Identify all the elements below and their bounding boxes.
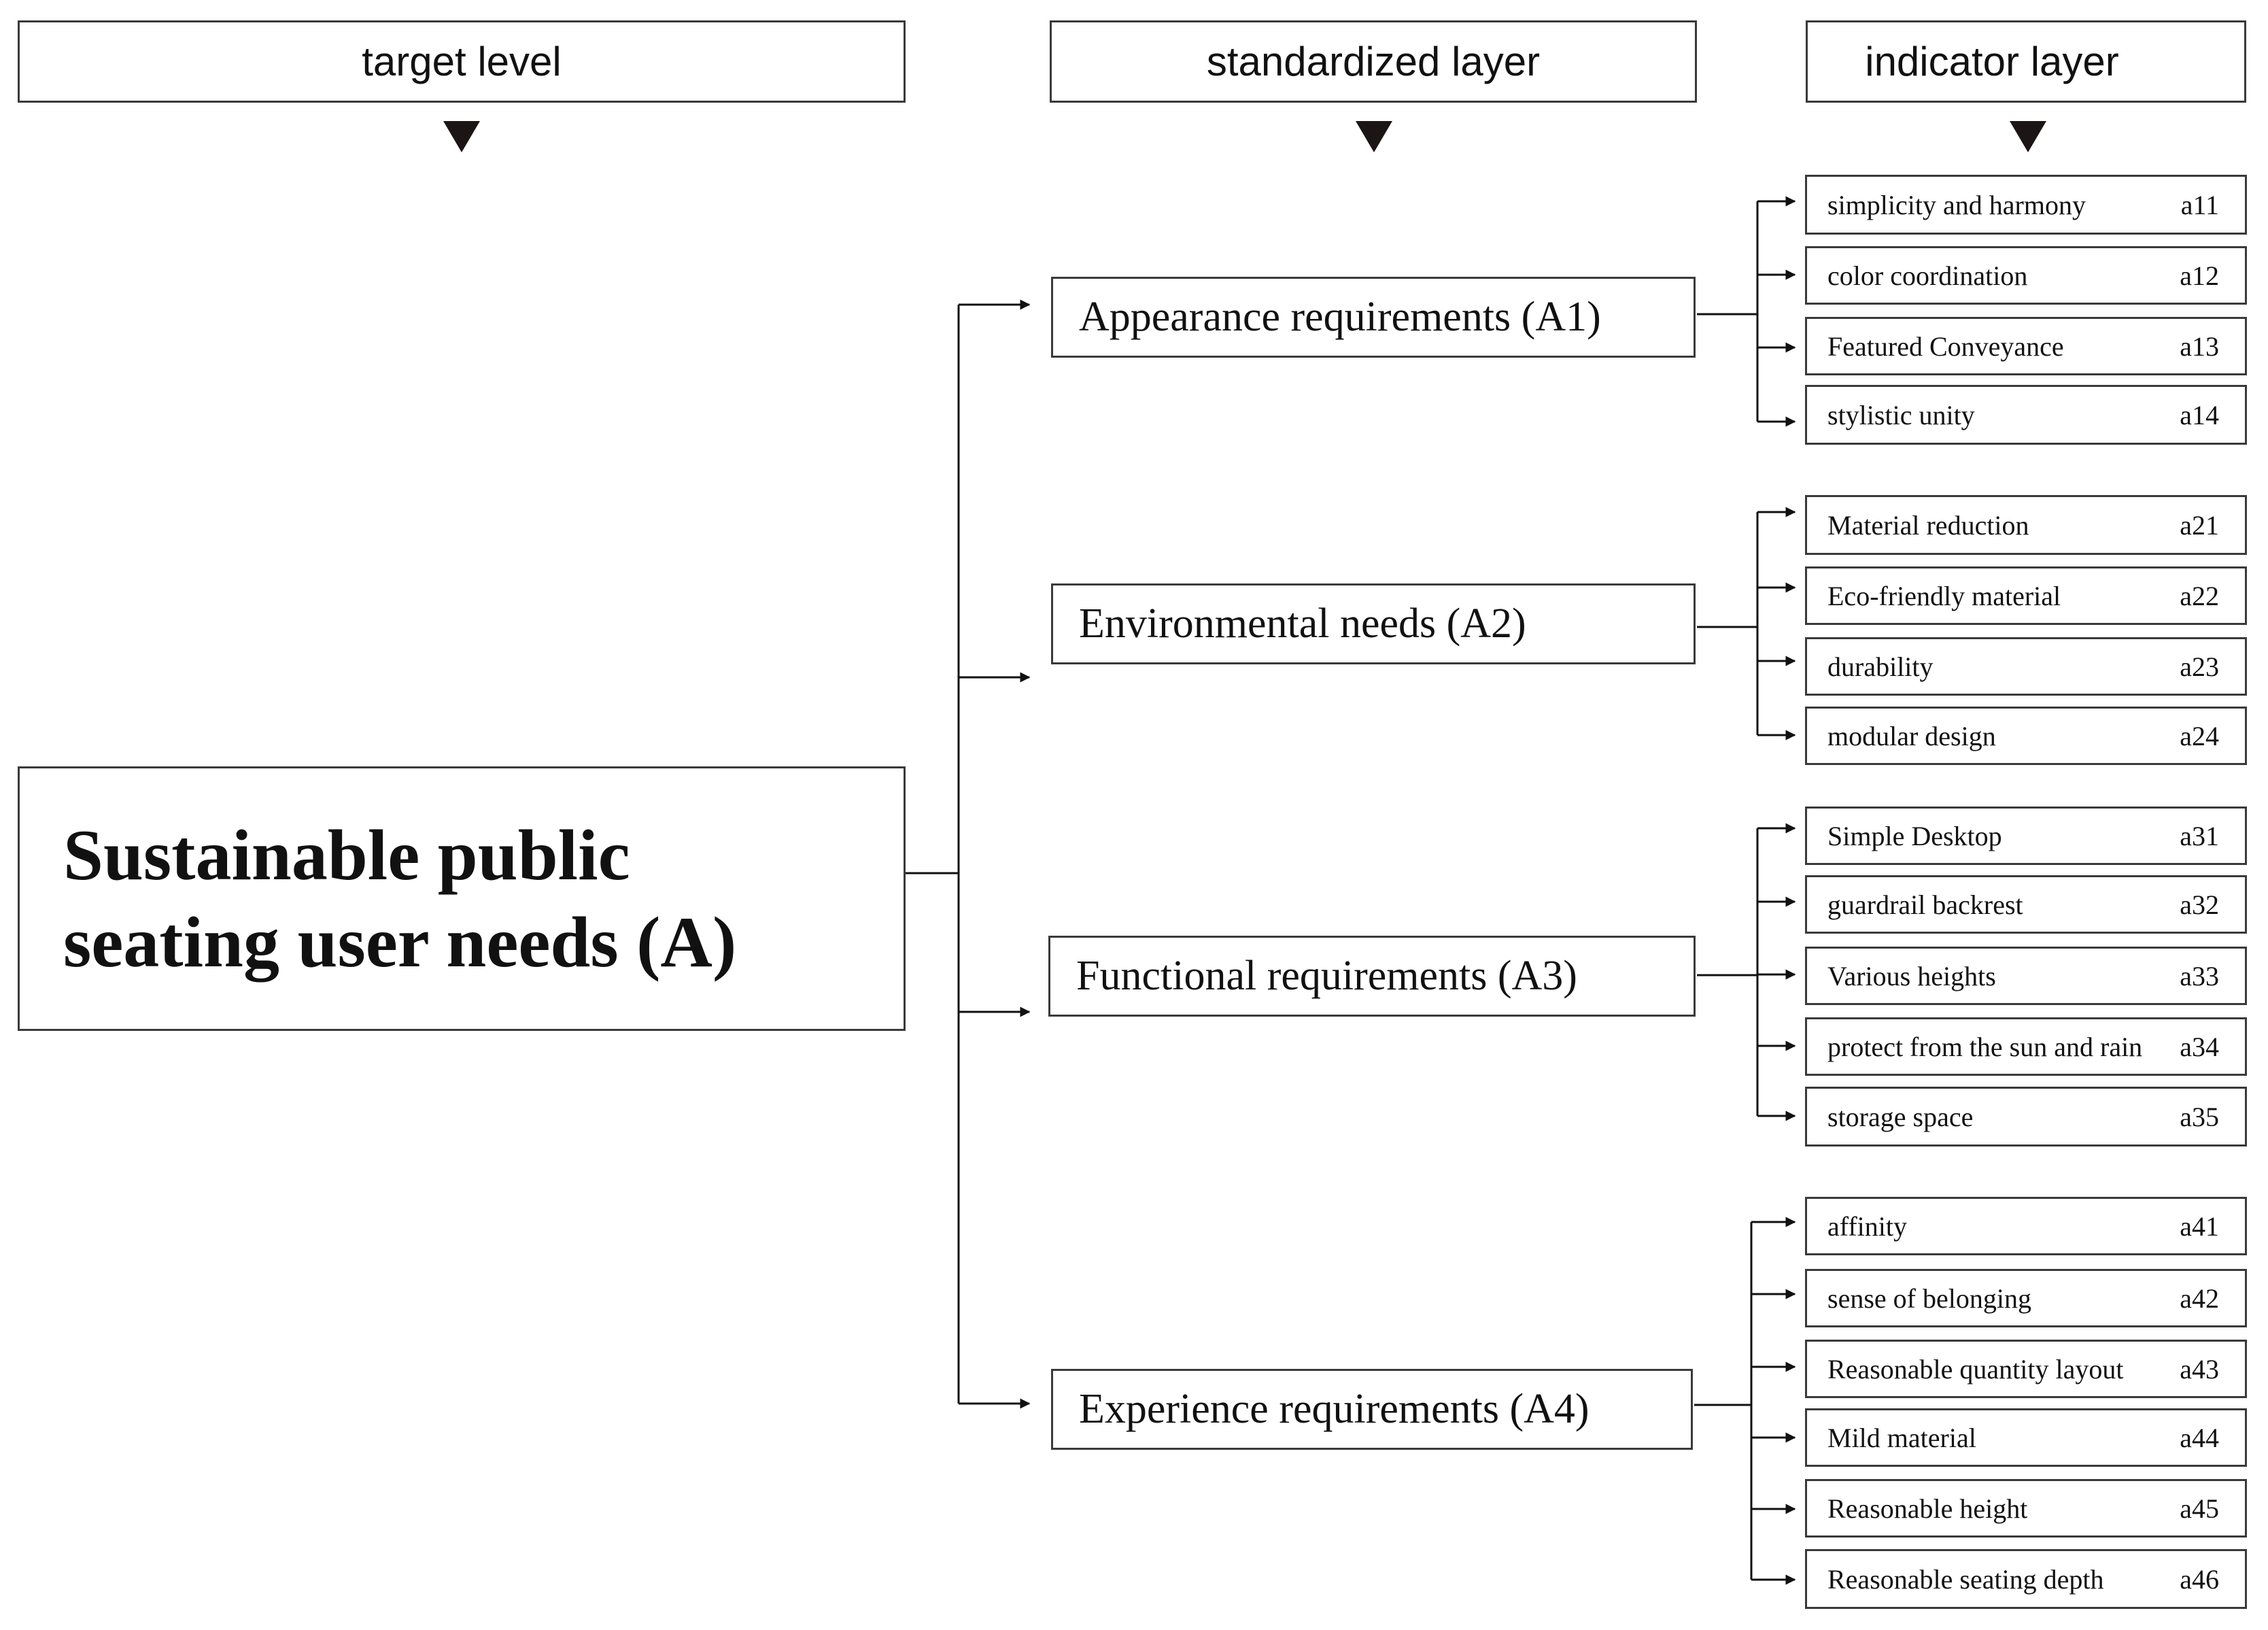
criterion-label: Functional requirements (A3) bbox=[1076, 953, 1577, 999]
indicator-box-a34: protect from the sun and rain a34 bbox=[1805, 1017, 2247, 1076]
indicator-label: Reasonable height bbox=[1827, 1493, 2028, 1524]
indicator-box-a13: Featured Conveyance a13 bbox=[1805, 317, 2247, 375]
indicator-label: sense of belonging bbox=[1827, 1283, 2031, 1314]
indicator-box-a12: color coordination a12 bbox=[1805, 246, 2247, 305]
indicator-code: a35 bbox=[2180, 1101, 2219, 1132]
indicator-label: durability bbox=[1827, 651, 1934, 682]
indicator-label: Reasonable quantity layout bbox=[1827, 1353, 2124, 1385]
indicator-box-a23: durability a23 bbox=[1805, 637, 2247, 696]
indicator-code: a24 bbox=[2180, 720, 2219, 751]
indicator-label: Reasonable seating depth bbox=[1827, 1563, 2104, 1595]
indicator-code: a31 bbox=[2180, 820, 2219, 851]
indicator-box-a11: simplicity and harmony a11 bbox=[1805, 175, 2247, 235]
indicator-box-a35: storage space a35 bbox=[1805, 1087, 2247, 1147]
indicator-box-a21: Material reduction a21 bbox=[1805, 495, 2247, 555]
header-standardized-layer-label: standardized layer bbox=[1206, 39, 1541, 84]
indicator-code: a22 bbox=[2180, 580, 2219, 611]
indicator-label: Various heights bbox=[1827, 960, 1996, 991]
indicator-code: a32 bbox=[2180, 889, 2219, 920]
indicator-code: a34 bbox=[2180, 1031, 2219, 1062]
header-target-level-label: target level bbox=[362, 39, 562, 84]
indicator-box-a42: sense of belonging a42 bbox=[1805, 1269, 2247, 1327]
indicator-label: affinity bbox=[1827, 1210, 1908, 1242]
indicator-box-a33: Various heights a33 bbox=[1805, 947, 2247, 1005]
criterion-label: Environmental needs (A2) bbox=[1079, 600, 1526, 647]
indicator-code: a23 bbox=[2180, 651, 2219, 682]
indicator-label: stylistic unity bbox=[1827, 399, 1975, 430]
indicator-box-a44: Mild material a44 bbox=[1805, 1408, 2247, 1467]
down-triangle-icon bbox=[2010, 121, 2046, 152]
indicator-code: a11 bbox=[2180, 189, 2219, 220]
criterion-box-a4: Experience requirements (A4) bbox=[1051, 1369, 1693, 1450]
indicator-label: protect from the sun and rain bbox=[1827, 1031, 2143, 1062]
indicator-code: a13 bbox=[2180, 330, 2219, 362]
header-target-level: target level bbox=[18, 20, 906, 103]
criterion-label: Experience requirements (A4) bbox=[1079, 1386, 1590, 1432]
indicator-code: a12 bbox=[2180, 260, 2219, 291]
indicator-label: simplicity and harmony bbox=[1827, 189, 2086, 220]
down-triangle-icon bbox=[443, 121, 480, 152]
indicator-label: Simple Desktop bbox=[1827, 820, 2002, 851]
indicator-label: modular design bbox=[1827, 720, 1996, 751]
indicator-label: storage space bbox=[1827, 1101, 1974, 1132]
indicator-code: a14 bbox=[2180, 399, 2219, 430]
indicator-label: Featured Conveyance bbox=[1827, 330, 2064, 362]
indicator-box-a46: Reasonable seating depth a46 bbox=[1805, 1549, 2247, 1609]
indicator-box-a45: Reasonable height a45 bbox=[1805, 1479, 2247, 1538]
indicator-box-a43: Reasonable quantity layout a43 bbox=[1805, 1340, 2247, 1398]
indicator-code: a21 bbox=[2180, 509, 2219, 541]
indicator-box-a22: Eco-friendly material a22 bbox=[1805, 566, 2247, 625]
indicator-label: Mild material bbox=[1827, 1422, 1976, 1453]
down-triangle-icon bbox=[1356, 121, 1392, 152]
goal-title-line-2: seating user needs (A) bbox=[63, 902, 737, 982]
header-standardized-layer: standardized layer bbox=[1050, 20, 1697, 103]
indicator-label: Eco-friendly material bbox=[1827, 580, 2061, 611]
indicator-code: a44 bbox=[2180, 1422, 2219, 1453]
criterion-box-a3: Functional requirements (A3) bbox=[1048, 936, 1696, 1017]
criterion-box-a2: Environmental needs (A2) bbox=[1051, 583, 1696, 664]
header-indicator-layer-label: indicator layer bbox=[1865, 39, 2119, 84]
indicator-box-a41: affinity a41 bbox=[1805, 1197, 2247, 1255]
criterion-label: Appearance requirements (A1) bbox=[1079, 294, 1601, 340]
indicator-box-a32: guardrail backrest a32 bbox=[1805, 875, 2247, 934]
indicator-label: color coordination bbox=[1827, 260, 2028, 291]
indicator-label: Material reduction bbox=[1827, 509, 2029, 541]
indicator-code: a42 bbox=[2180, 1283, 2219, 1314]
criterion-box-a1: Appearance requirements (A1) bbox=[1051, 277, 1696, 358]
indicator-label: guardrail backrest bbox=[1827, 889, 2023, 920]
indicator-code: a46 bbox=[2180, 1563, 2219, 1595]
goal-box: Sustainable public seating user needs (A… bbox=[18, 766, 906, 1031]
indicator-code: a41 bbox=[2180, 1210, 2219, 1242]
header-indicator-layer: indicator layer bbox=[1806, 20, 2246, 103]
indicator-code: a45 bbox=[2180, 1493, 2219, 1524]
indicator-box-a31: Simple Desktop a31 bbox=[1805, 806, 2247, 865]
indicator-box-a14: stylistic unity a14 bbox=[1805, 385, 2247, 445]
indicator-code: a43 bbox=[2180, 1353, 2219, 1385]
goal-title-line-1: Sustainable public bbox=[63, 815, 630, 895]
indicator-box-a24: modular design a24 bbox=[1805, 707, 2247, 765]
indicator-code: a33 bbox=[2180, 960, 2219, 991]
